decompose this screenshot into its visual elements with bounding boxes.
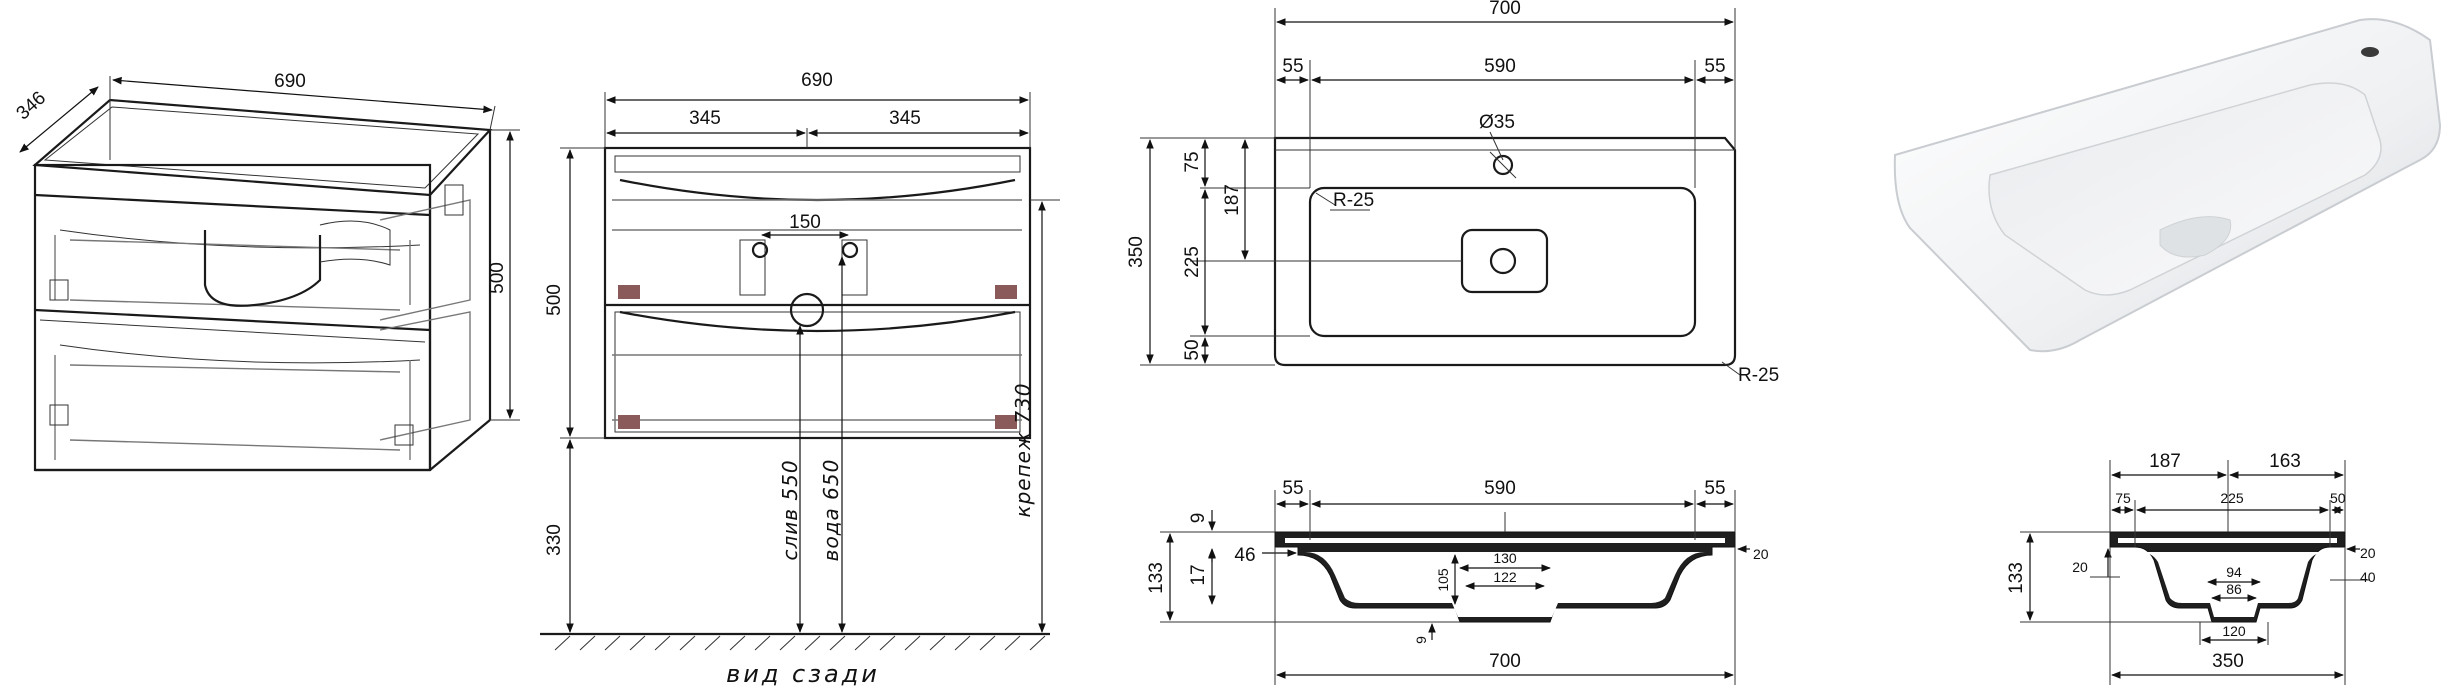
side-225-label: 225 [2220,490,2244,506]
front-bottom-thk-label: 9 [1413,636,1429,644]
front-height-label: 133 [1146,562,1167,594]
front-top-thk-label: 9 [1188,513,1209,524]
inner-radius-label: R-25 [1333,190,1374,211]
front-rim-label: 20 [1753,546,1769,562]
side-left-20-label: 20 [2072,559,2088,575]
rear-water-label: вода 650 [819,459,843,562]
rear-height-label: 500 [544,284,565,316]
iso-depth-label: 346 [13,88,51,125]
sink-side-section: 187 163 75 225 50 133 20 20 40 94 86 120 [2006,451,2376,685]
rear-view-caption: вид сзади [726,660,880,688]
front-drain-inner-label: 122 [1493,569,1517,585]
iso-width-label: 690 [274,71,306,92]
rear-width-label: 690 [801,70,833,91]
side-75-label: 75 [2115,490,2131,506]
sink-top-187-label: 187 [1222,184,1243,216]
side-width-label: 350 [2212,651,2244,672]
iso-height-label: 500 [487,262,508,294]
front-margin-left-label: 55 [1282,478,1303,499]
front-inner-label: 590 [1484,478,1516,499]
outer-radius-label: R-25 [1738,365,1779,386]
rear-half-left-label: 345 [689,108,721,129]
side-drain-inner-label: 86 [2226,581,2242,597]
rear-half-right-label: 345 [889,108,921,129]
sink-top-width-label: 700 [1489,0,1521,19]
rear-drain-label: слив 550 [778,459,802,560]
rear-floor-gap-label: 330 [544,524,565,556]
front-lip-label: 17 [1188,564,1209,585]
tap-hole-label: Ø35 [1479,112,1515,133]
rear-hole-spacing-label: 150 [789,212,821,233]
front-edge-label: 46 [1234,545,1255,566]
sink-top-75-label: 75 [1182,151,1203,172]
rear-mount-label: крепеж 730 [1011,382,1035,517]
sink-top-view: Ø35 R-25 R-25 700 55 590 55 350 75 187 2… [1126,0,1779,386]
front-drain-depth-label: 105 [1435,568,1451,592]
side-right-20-label: 20 [2360,545,2376,561]
side-187-label: 187 [2149,451,2181,472]
sink-top-inner-label: 590 [1484,56,1516,77]
side-50-label: 50 [2330,490,2346,506]
side-right-40-label: 40 [2360,569,2376,585]
side-163-label: 163 [2269,451,2301,472]
sink-front-section: 55 590 55 133 9 17 46 105 130 122 20 9 7… [1146,478,1769,685]
sink-top-50-label: 50 [1182,339,1203,360]
side-height-label: 133 [2006,562,2027,594]
cabinet-rear-view: 690 345 345 150 500 330 слив 550 вода 65… [540,70,1060,688]
front-drain-outer-label: 130 [1493,550,1517,566]
sink-top-depth-label: 350 [1126,236,1147,268]
side-bottom-label: 120 [2222,623,2246,639]
front-width-label: 700 [1489,651,1521,672]
cabinet-isometric-view: 690 346 500 [13,71,520,472]
sink-top-margin-right-label: 55 [1704,56,1725,77]
sink-top-225-label: 225 [1182,246,1203,278]
front-margin-right-label: 55 [1704,478,1725,499]
sink-top-margin-left-label: 55 [1282,56,1303,77]
sink-product-image [1893,18,2442,353]
side-drain-outer-label: 94 [2226,564,2242,580]
